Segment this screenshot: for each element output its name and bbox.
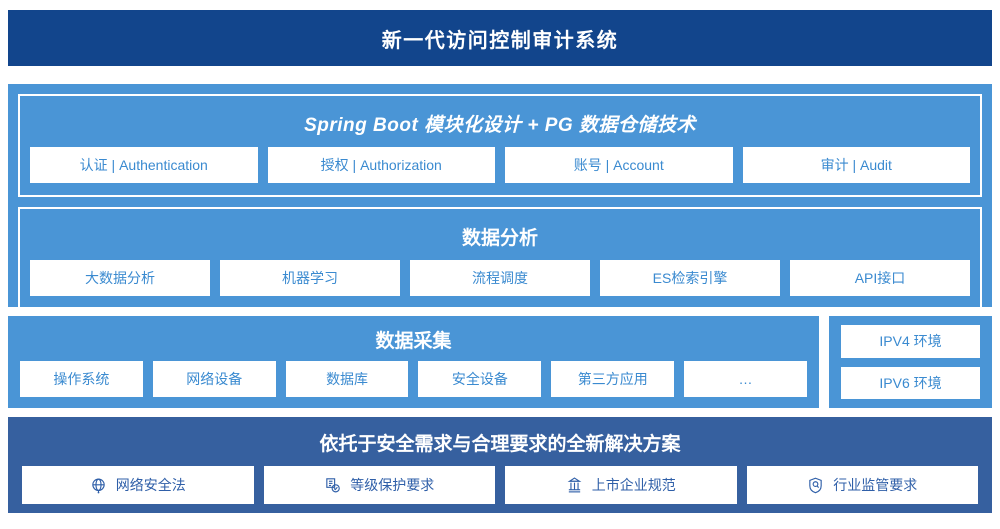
chip-more-ellipsis[interactable]: … (684, 361, 807, 397)
chip-label: 网络安全法 (115, 477, 186, 493)
panel-spacer (18, 197, 982, 207)
ipv-environment-panel: IPV4 环境 IPV6 环境 (829, 316, 992, 408)
data-collection-panel: 数据采集 操作系统 网络设备 数据库 安全设备 第三方应用 … (8, 316, 819, 408)
solution-title: 依托于安全需求与合理要求的全新解决方案 (319, 434, 681, 455)
bank-building-icon (566, 476, 583, 494)
chip-operating-system[interactable]: 操作系统 (20, 361, 143, 397)
chip-big-data-analysis[interactable]: 大数据分析 (30, 260, 210, 296)
globe-icon (90, 477, 107, 494)
chip-database[interactable]: 数据库 (285, 361, 409, 397)
collection-row: 数据采集 操作系统 网络设备 数据库 安全设备 第三方应用 … IPV4 环境 … (8, 316, 992, 408)
chip-network-device[interactable]: 网络设备 (152, 361, 276, 397)
data-analysis-panel-title: 数据分析 (461, 228, 538, 249)
solution-layer: 依托于安全需求与合理要求的全新解决方案 网络安全法 (8, 417, 992, 513)
chip-authorization[interactable]: 授权 | Authorization (267, 147, 495, 183)
platform-layer: Spring Boot 模块化设计 + PG 数据仓储技术 认证 | Authe… (8, 84, 992, 310)
page-title: 新一代访问控制审计系统 (381, 29, 619, 52)
chip-label: 行业监管要求 (833, 477, 918, 493)
springboot-panel-title: Spring Boot 模块化设计 + PG 数据仓储技术 (304, 115, 696, 136)
chip-ipv6-environment[interactable]: IPV6 环境 (841, 366, 980, 399)
chip-es-search-engine[interactable]: ES检索引擎 (600, 260, 780, 296)
data-analysis-chip-row: 大数据分析 机器学习 流程调度 ES检索引擎 API接口 (30, 260, 970, 296)
data-collection-chip-row: 操作系统 网络设备 数据库 安全设备 第三方应用 … (20, 361, 807, 397)
springboot-chip-row: 认证 | Authentication 授权 | Authorization 账… (30, 147, 970, 183)
page-header: 新一代访问控制审计系统 (8, 10, 992, 66)
shield-search-icon (807, 477, 824, 494)
chip-label: 上市企业规范 (591, 477, 676, 493)
chip-machine-learning[interactable]: 机器学习 (220, 260, 400, 296)
chip-label: 等级保护要求 (350, 477, 435, 493)
chip-listed-company-norms[interactable]: 上市企业规范 (505, 466, 737, 504)
chip-process-scheduling[interactable]: 流程调度 (410, 260, 590, 296)
chip-ipv4-environment[interactable]: IPV4 环境 (841, 325, 980, 358)
solution-chip-row: 网络安全法 等级保护要求 (22, 466, 978, 504)
chip-api-interface[interactable]: API接口 (790, 260, 970, 296)
chip-cybersecurity-law[interactable]: 网络安全法 (22, 466, 254, 504)
chip-industry-regulation[interactable]: 行业监管要求 (746, 466, 978, 504)
chip-classified-protection[interactable]: 等级保护要求 (263, 466, 495, 504)
data-analysis-panel: 数据分析 大数据分析 机器学习 流程调度 ES检索引擎 API接口 (18, 207, 982, 310)
chip-audit[interactable]: 审计 | Audit (742, 147, 970, 183)
springboot-panel: Spring Boot 模块化设计 + PG 数据仓储技术 认证 | Authe… (18, 94, 982, 197)
chip-account[interactable]: 账号 | Account (505, 147, 733, 183)
document-check-icon (324, 477, 341, 494)
chip-security-device[interactable]: 安全设备 (418, 361, 542, 397)
data-collection-title: 数据采集 (375, 331, 452, 352)
chip-authentication[interactable]: 认证 | Authentication (30, 147, 258, 183)
chip-third-party-app[interactable]: 第三方应用 (551, 361, 675, 397)
